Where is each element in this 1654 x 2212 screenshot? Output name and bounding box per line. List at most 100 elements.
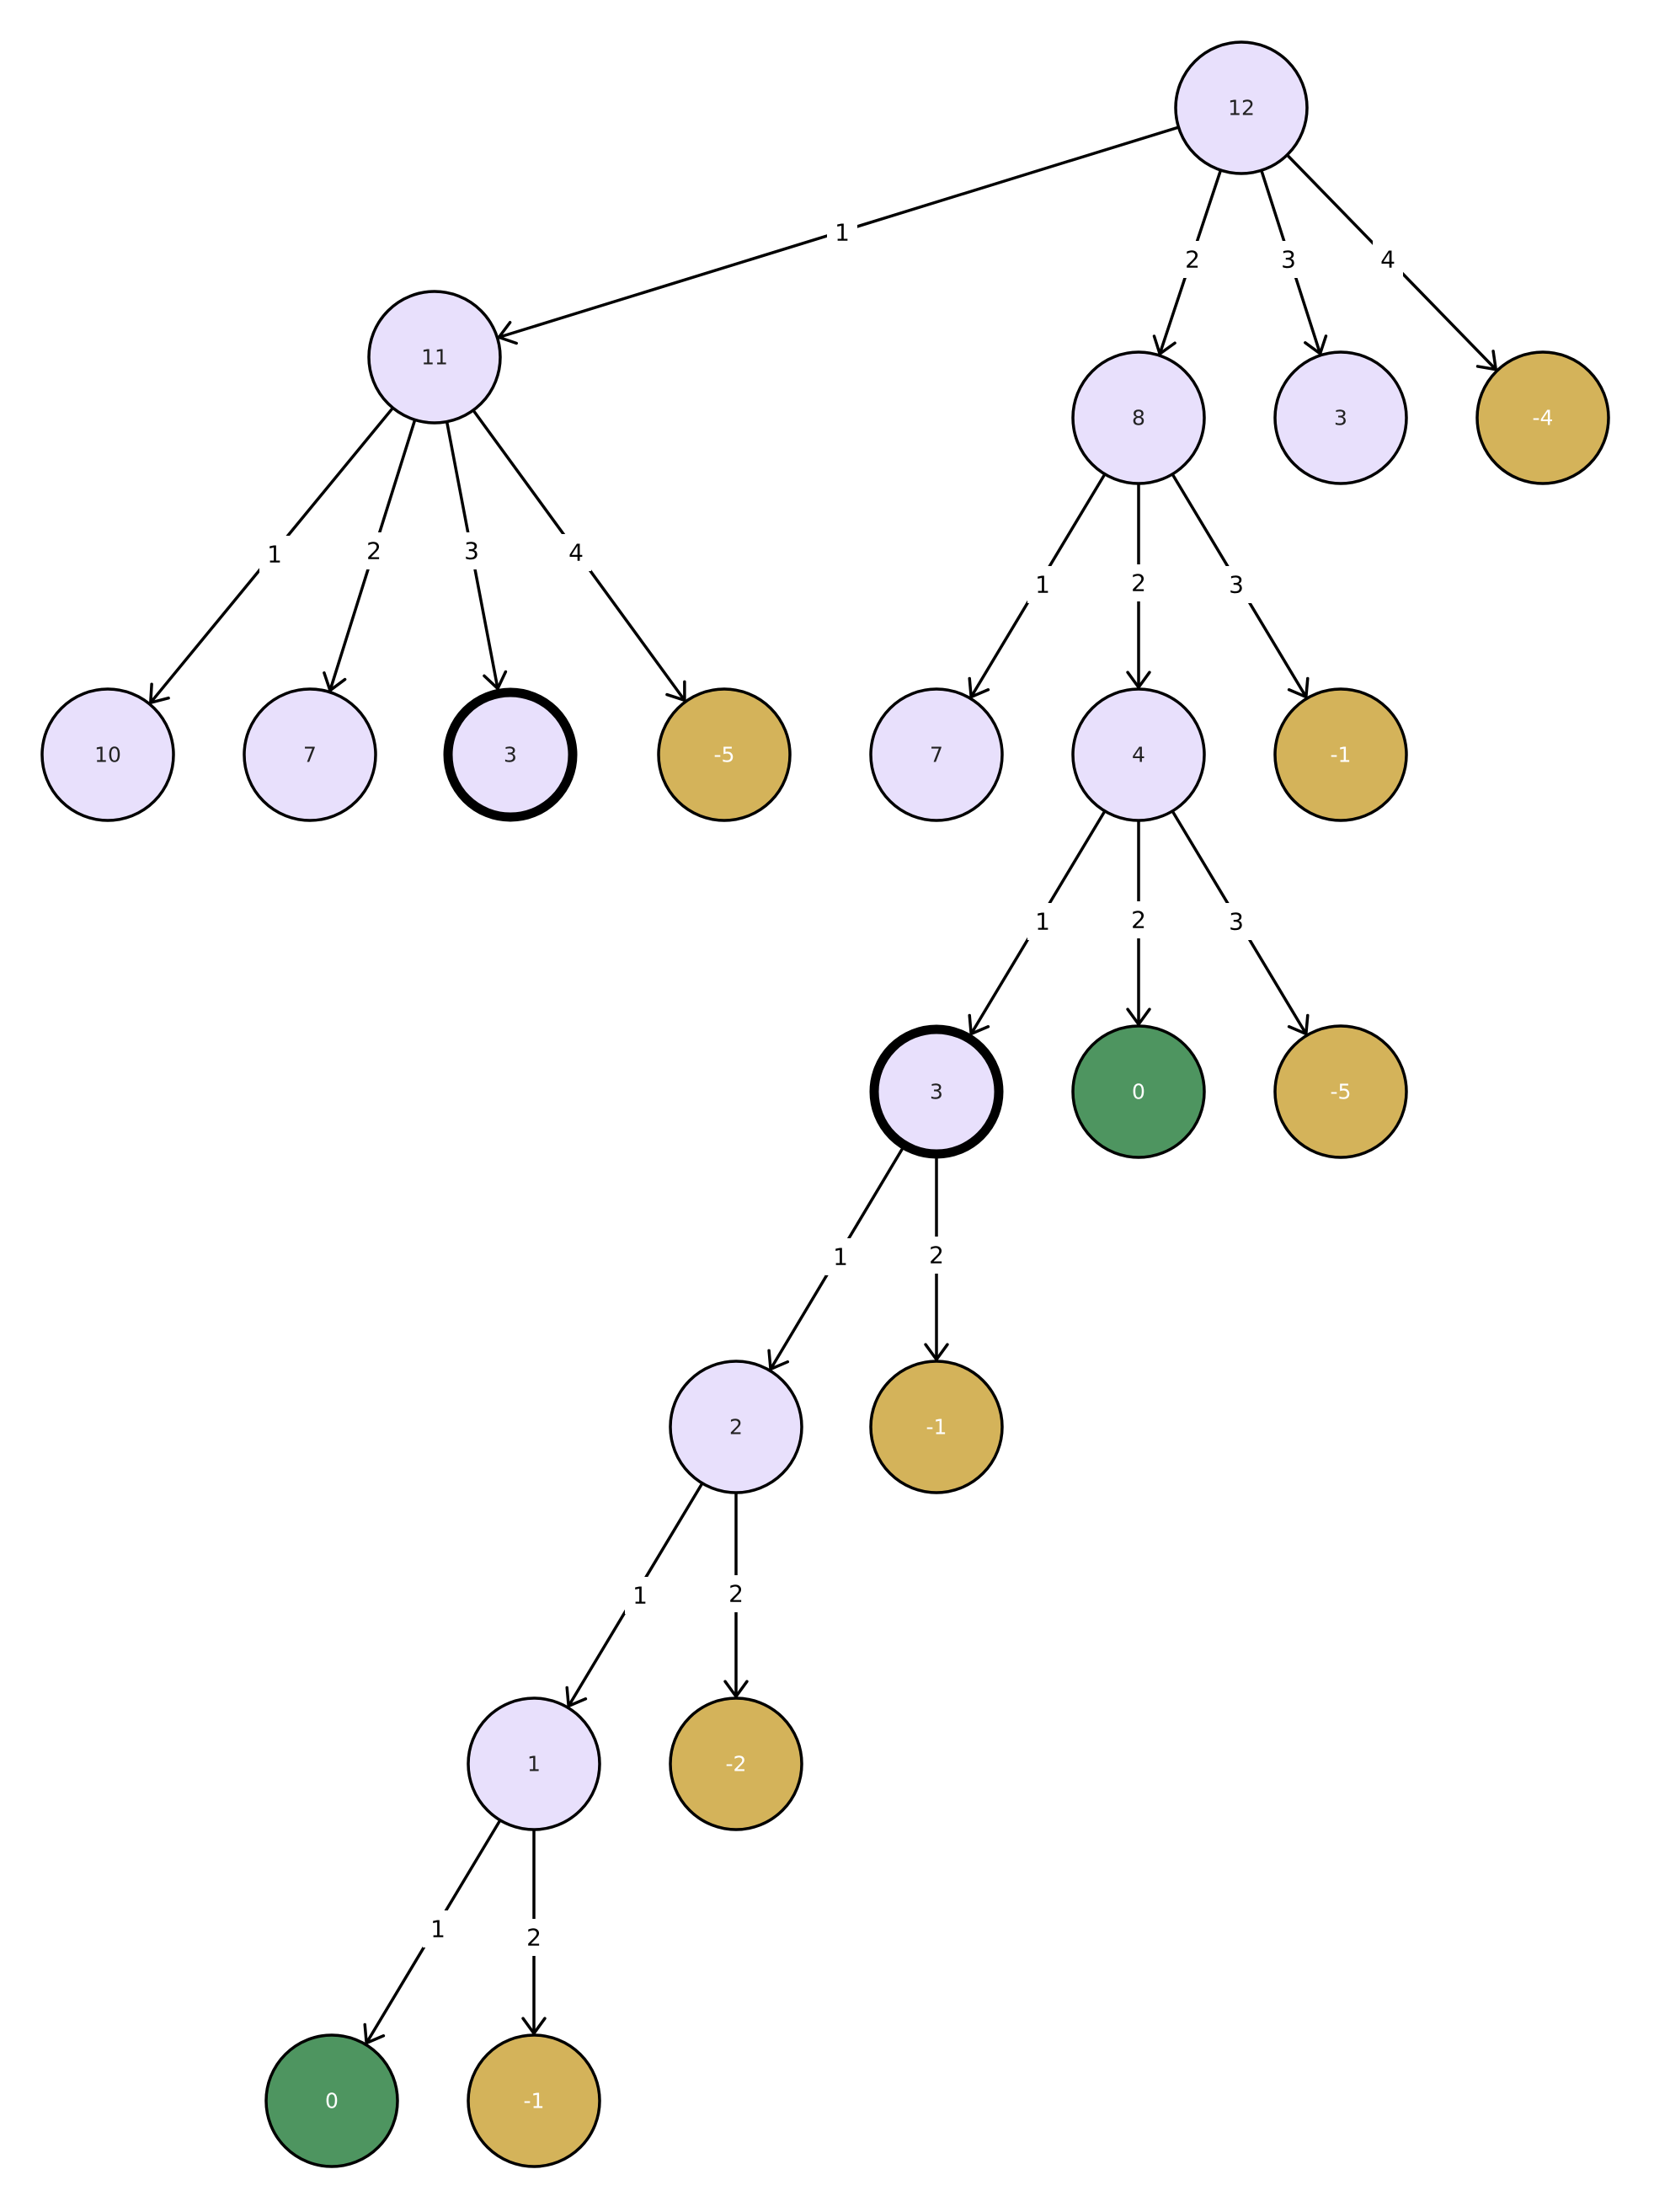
edge: 3: [1171, 473, 1310, 699]
node-circle: [869, 687, 1004, 822]
edge: 3: [1260, 170, 1328, 355]
edge: 1: [767, 1147, 904, 1371]
arrowhead-icon: [723, 1680, 749, 1698]
node-circle: [1273, 350, 1408, 485]
node-circle: [669, 1360, 803, 1494]
node-value: -5: [714, 743, 735, 767]
node-value: 7: [303, 743, 317, 767]
tree-node: 8: [1071, 350, 1206, 485]
edge: 3: [446, 421, 508, 691]
arrowhead-icon: [968, 676, 990, 699]
edge-label: 2: [1131, 569, 1146, 597]
edge-label-background: [1273, 241, 1304, 278]
edge-label: 3: [1229, 571, 1244, 599]
edge-label: 1: [430, 1915, 446, 1943]
tree-node: 12: [1174, 40, 1309, 175]
edge-label: 1: [632, 1582, 648, 1610]
tree-node: -1: [869, 1360, 1004, 1494]
edge-label: 1: [1035, 571, 1050, 599]
edge: 1: [363, 1819, 501, 2045]
tree-node: 3: [1273, 350, 1408, 485]
edge-label: 2: [1185, 246, 1200, 274]
node-circle: [367, 290, 502, 425]
tree-node: 10: [40, 687, 175, 822]
edge-label: 1: [833, 1243, 848, 1271]
edge-label-background: [921, 1237, 952, 1274]
tree-node: 4: [1071, 687, 1206, 822]
arrowhead-icon: [1152, 334, 1176, 355]
arrowhead-icon: [665, 680, 686, 703]
edge: 1: [497, 126, 1179, 345]
node-circle: [1071, 350, 1206, 485]
arrowhead-icon: [1287, 676, 1310, 699]
edge-label-background: [456, 532, 487, 569]
arrowhead-icon: [363, 2022, 386, 2045]
edge-label: 1: [835, 219, 850, 247]
edge: 1: [149, 408, 393, 704]
tree-node: -4: [1475, 350, 1610, 485]
edge-label: 3: [464, 537, 479, 565]
edge-label-background: [359, 532, 389, 569]
node-value: -4: [1533, 406, 1554, 430]
tree-node: 0: [1071, 1024, 1206, 1159]
edge: 3: [1171, 810, 1310, 1036]
arrowhead-icon: [323, 671, 347, 692]
node-value: 1: [527, 1752, 541, 1777]
node-value: 2: [729, 1415, 743, 1440]
node-circle: [40, 687, 175, 822]
arrowhead-icon: [968, 1013, 990, 1036]
tree-node: 0: [264, 2033, 399, 2168]
edge-label-background: [827, 214, 857, 251]
arrowhead-icon: [483, 670, 508, 691]
edge-label: 2: [366, 537, 381, 565]
edge: 1: [968, 810, 1106, 1036]
node-circle: [1273, 687, 1408, 822]
edge-label-background: [1221, 903, 1251, 940]
edge-label-background: [259, 536, 290, 573]
tree-node-highlighted: 3: [869, 1024, 1004, 1159]
node-value: 8: [1132, 406, 1145, 430]
edge-label-background: [519, 1919, 549, 1956]
edge: 2: [1123, 484, 1154, 689]
tree-node: 11: [367, 290, 502, 425]
edge-label-background: [1123, 564, 1154, 601]
node-circle: [1273, 1024, 1408, 1159]
node-circle: [1174, 40, 1309, 175]
tree-node-highlighted: 3: [443, 687, 578, 822]
node-circle: [669, 1696, 803, 1831]
arrowhead-icon: [924, 1343, 949, 1361]
edge-label: 2: [728, 1580, 744, 1608]
edge-label-background: [1221, 566, 1251, 603]
arrowhead-icon: [1475, 350, 1497, 371]
node-circle: [443, 687, 578, 822]
edge-label-background: [423, 1910, 453, 1948]
edge-label-background: [561, 534, 591, 571]
edge-label-background: [1373, 241, 1403, 278]
tree-node: 7: [243, 687, 377, 822]
node-value: 10: [94, 743, 121, 767]
edge-label: 4: [1380, 246, 1395, 274]
node-value: -1: [926, 1415, 947, 1440]
node-circle: [243, 687, 377, 822]
arrowhead-icon: [497, 321, 519, 345]
node-circle: [467, 1696, 601, 1831]
arrowhead-icon: [767, 1349, 790, 1371]
edge-label-background: [1123, 901, 1154, 938]
arrowhead-icon: [1126, 1007, 1151, 1026]
edge: 2: [921, 1157, 952, 1361]
node-circle: [467, 2033, 601, 2168]
node-value: 7: [930, 743, 943, 767]
node-value: 0: [325, 2089, 339, 2113]
node-value: 4: [1132, 743, 1145, 767]
edge-label-background: [1027, 566, 1058, 603]
node-value: 3: [504, 743, 517, 767]
node-circle: [1475, 350, 1610, 485]
edge: 2: [721, 1493, 751, 1698]
node-value: 3: [930, 1080, 943, 1104]
edge-label-background: [1177, 241, 1208, 278]
arrowhead-icon: [1287, 1013, 1310, 1036]
tree-node: -5: [1273, 1024, 1408, 1159]
edge: 1: [968, 473, 1106, 699]
